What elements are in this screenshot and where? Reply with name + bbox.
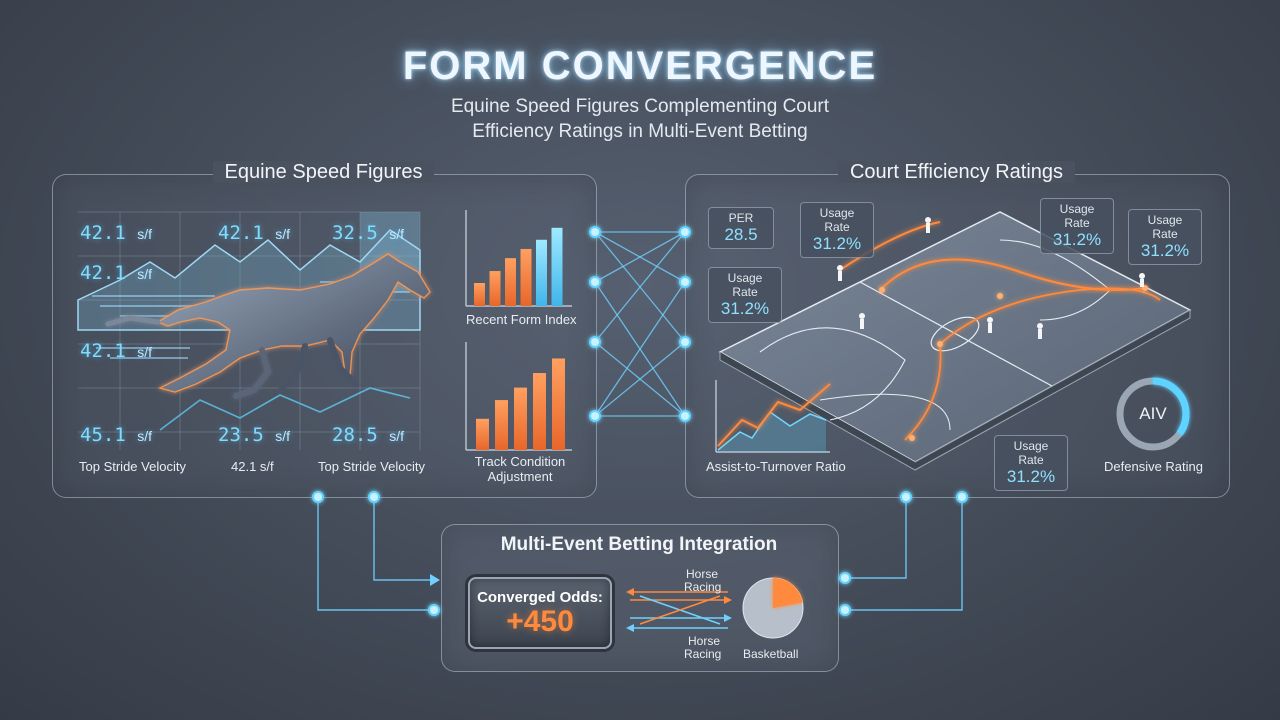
flow-top-label-2: Racing xyxy=(684,580,722,594)
galloping-horse-icon xyxy=(105,253,431,399)
equine-panel-title: Equine Speed Figures xyxy=(212,161,435,183)
assist-turnover-chart xyxy=(715,380,831,453)
recent-form-label: Recent Form Index xyxy=(466,312,577,327)
connector-nodes xyxy=(589,226,691,422)
assist-turnover-label: Assist-to-Turnover Ratio xyxy=(706,459,846,474)
court-panel-title: Court Efficiency Ratings xyxy=(837,161,1076,183)
speed-readout-6: 45.1 s/f xyxy=(80,424,152,446)
track-condition-chart xyxy=(465,342,572,451)
flow-bottom-label-1: Horse xyxy=(688,634,721,648)
speed-readout-2: 42.1 s/f xyxy=(218,222,290,244)
stride-velocity-label-right: Top Stride Velocity xyxy=(318,459,425,474)
bottom-connector-nodes xyxy=(312,491,968,616)
recent-bar-5 xyxy=(536,239,547,306)
flow-arrowheads xyxy=(626,588,732,632)
basketball-pie-label: Basketball xyxy=(743,647,799,661)
subtitle-line-2: Efficiency Ratings in Multi-Event Bettin… xyxy=(472,121,808,142)
recent-bar-1 xyxy=(474,283,485,306)
panel-connectors xyxy=(594,231,686,417)
subtitle-line-1: Equine Speed Figures Complementing Court xyxy=(450,96,830,117)
track-condition-label-2: Adjustment xyxy=(487,469,553,484)
converged-odds-display: Converged Odds: +450 xyxy=(468,577,612,649)
track-bar-1 xyxy=(476,418,489,450)
track-bar-5 xyxy=(552,358,565,450)
track-bar-3 xyxy=(514,387,527,450)
stride-velocity-value: 42.1 s/f xyxy=(231,459,274,474)
recent-form-chart xyxy=(465,210,572,307)
gauge-center-text: AIV xyxy=(1139,404,1167,423)
recent-bar-4 xyxy=(520,248,532,306)
converged-odds-label: Converged Odds: xyxy=(477,589,603,606)
flow-arrows xyxy=(630,591,728,629)
stride-velocity-label-left: Top Stride Velocity xyxy=(79,459,186,474)
speed-readout-8: 28.5 s/f xyxy=(332,424,404,446)
track-bar-2 xyxy=(495,400,508,450)
defensive-rating-gauge xyxy=(1116,377,1190,451)
player-figures xyxy=(837,217,1145,339)
defensive-rating-label: Defensive Rating xyxy=(1104,459,1203,474)
basketball-pie-chart xyxy=(742,577,804,639)
bottom-connectors xyxy=(317,497,963,611)
betting-panel-title: Multi-Event Betting Integration xyxy=(500,534,778,555)
recent-bar-3 xyxy=(505,258,516,306)
track-condition-label-1: Track Condition xyxy=(474,454,566,469)
recent-bar-2 xyxy=(489,271,501,306)
flow-top-label-1: Horse xyxy=(686,567,719,581)
flow-bottom-label-2: Racing xyxy=(684,647,722,661)
page-title: FORM CONVERGENCE xyxy=(402,44,878,88)
speed-readout-7: 23.5 s/f xyxy=(218,424,290,446)
speed-line-trace xyxy=(159,387,411,431)
speed-readout-4: 42.1 s/f xyxy=(80,262,152,284)
recent-bar-6 xyxy=(551,227,563,306)
speed-readout-1: 42.1 s/f xyxy=(80,222,152,244)
speed-readout-5: 42.1 s/f xyxy=(80,340,152,362)
basketball-court-icon xyxy=(718,211,1192,471)
track-bar-4 xyxy=(533,373,546,450)
converged-odds-value: +450 xyxy=(506,605,574,638)
speed-readout-3: 32.5 s/f xyxy=(332,222,404,244)
